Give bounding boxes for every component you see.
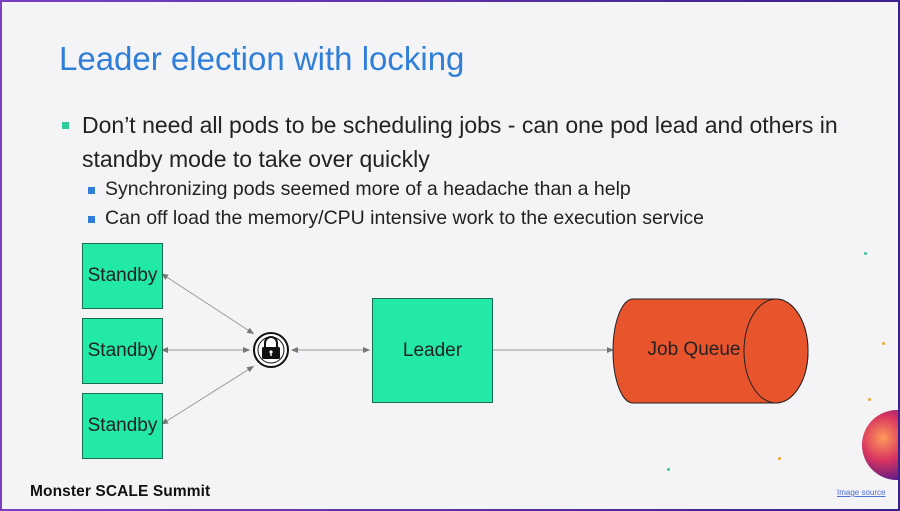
- sub-bullet-2-text: Can off load the memory/CPU intensive wo…: [105, 207, 705, 229]
- job-queue-cylinder: [612, 298, 809, 404]
- decor-dot: [778, 457, 781, 460]
- standby-node-2: Standby: [82, 318, 163, 384]
- standby-node-1: Standby: [82, 243, 163, 309]
- image-source-link[interactable]: Image source: [837, 488, 886, 497]
- decor-dot: [882, 342, 885, 345]
- decor-dot: [667, 468, 670, 471]
- connector-standby-3-lock: [161, 365, 255, 425]
- decor-dot: [868, 398, 871, 401]
- decor-dot: [864, 252, 867, 255]
- leader-node: Leader: [372, 298, 493, 403]
- slide-title: Leader election with locking: [59, 40, 465, 77]
- footer-logo-text: Monster SCALE Summit: [30, 483, 211, 500]
- connector-standby-1-lock: [161, 273, 255, 335]
- footer-logo: Monster SCALE Summit: [30, 483, 210, 501]
- standby-node-3: Standby: [82, 393, 163, 459]
- bullet-main-text: Don’t need all pods to be scheduling job…: [82, 112, 838, 172]
- sub-bullet-1-text: Synchronizing pods seemed more of a head…: [105, 178, 631, 200]
- job-queue-label: Job Queue: [647, 339, 741, 360]
- padlock-icon: [253, 332, 289, 368]
- sub-bullet-marker: [88, 187, 95, 194]
- bullet-marker: [62, 122, 69, 129]
- sub-bullet-marker: [88, 216, 95, 223]
